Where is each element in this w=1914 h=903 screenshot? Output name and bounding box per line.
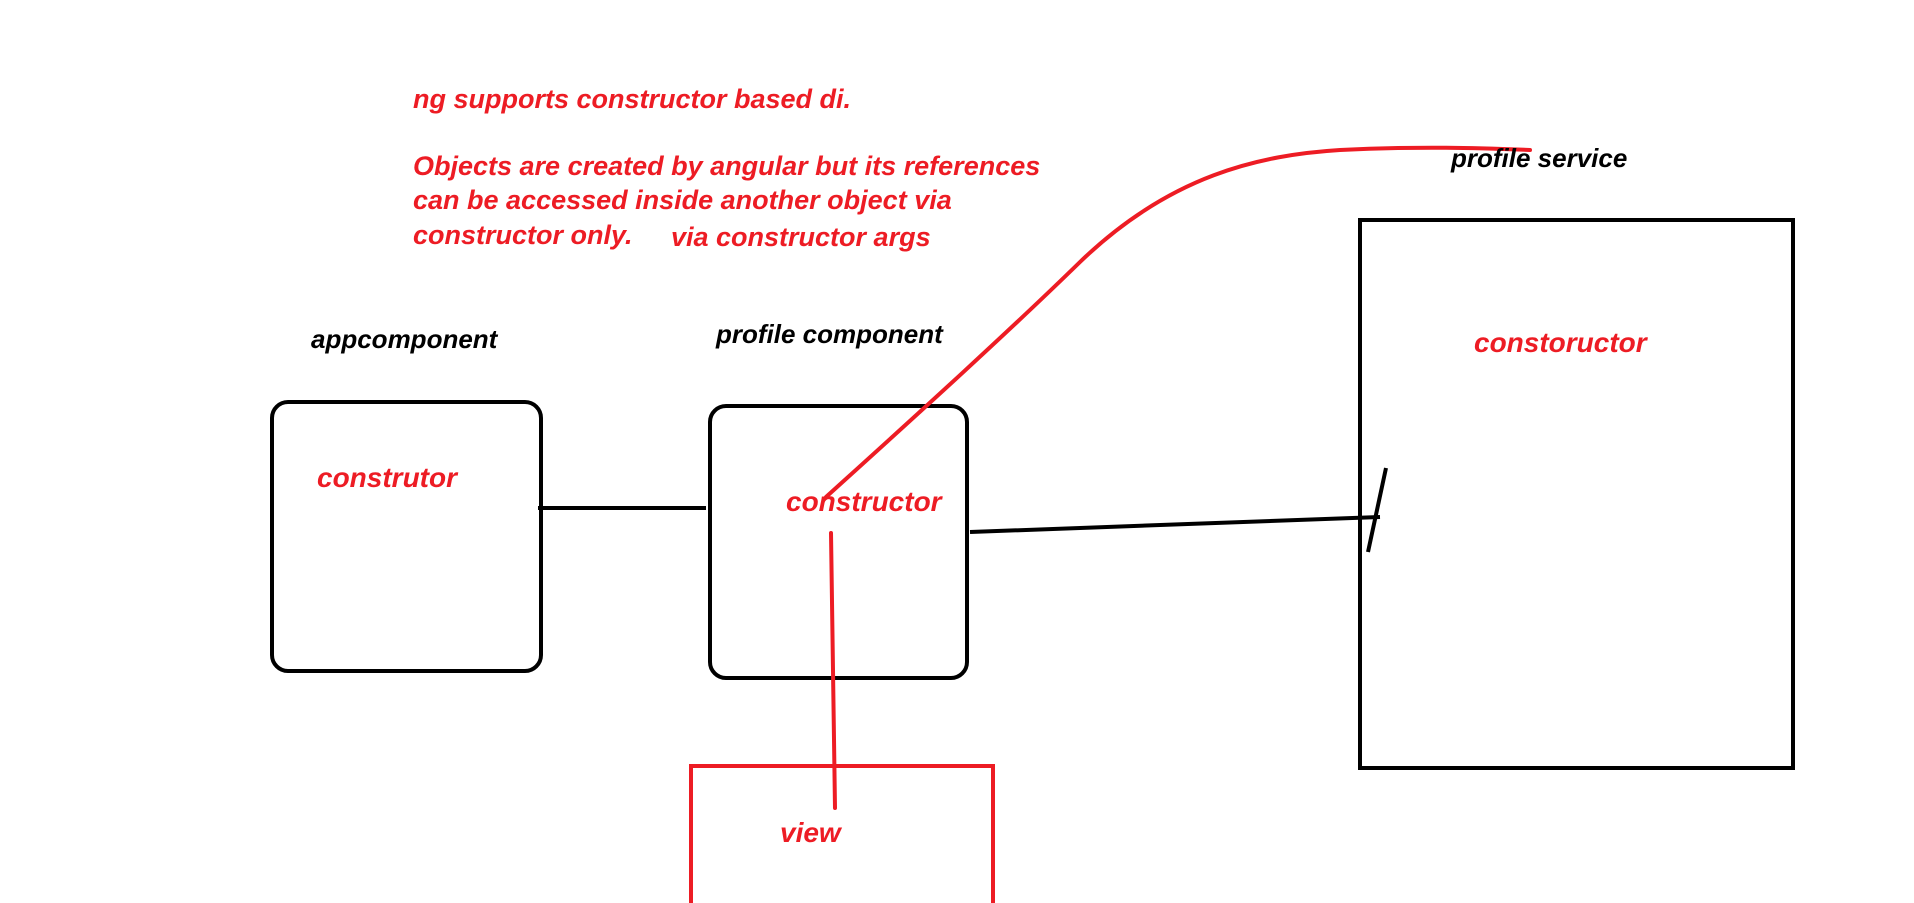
appcomponent-constructor-label: construtor: [317, 462, 457, 493]
profile-component-box: [708, 404, 969, 680]
note-line-2: Objects are created by angular but its r…: [413, 151, 1041, 181]
note-line-3: can be accessed inside another object vi…: [413, 185, 952, 215]
injection-tick-mark: [1366, 467, 1388, 553]
profile-service-box: [1358, 218, 1795, 770]
profile-service-title: profile service: [1451, 143, 1628, 173]
profile-service-constructor-label: constoructor: [1474, 327, 1647, 358]
view-label: view: [780, 817, 841, 848]
note-line-4b: via constructor args: [671, 222, 931, 252]
constructor-to-service-curve: [824, 145, 1532, 499]
profile-to-service-connector: [969, 515, 1381, 534]
note-line-1: ng supports constructor based di.: [413, 84, 852, 114]
profile-component-title: profile component: [716, 319, 943, 349]
view-box: [689, 764, 995, 903]
profile-component-constructor-label: constructor: [786, 486, 942, 517]
note-line-4a: constructor only.: [413, 220, 633, 250]
appcomponent-box: [270, 400, 543, 673]
constructor-to-view-line: [829, 531, 837, 810]
appcomponent-title: appcomponent: [311, 324, 498, 354]
